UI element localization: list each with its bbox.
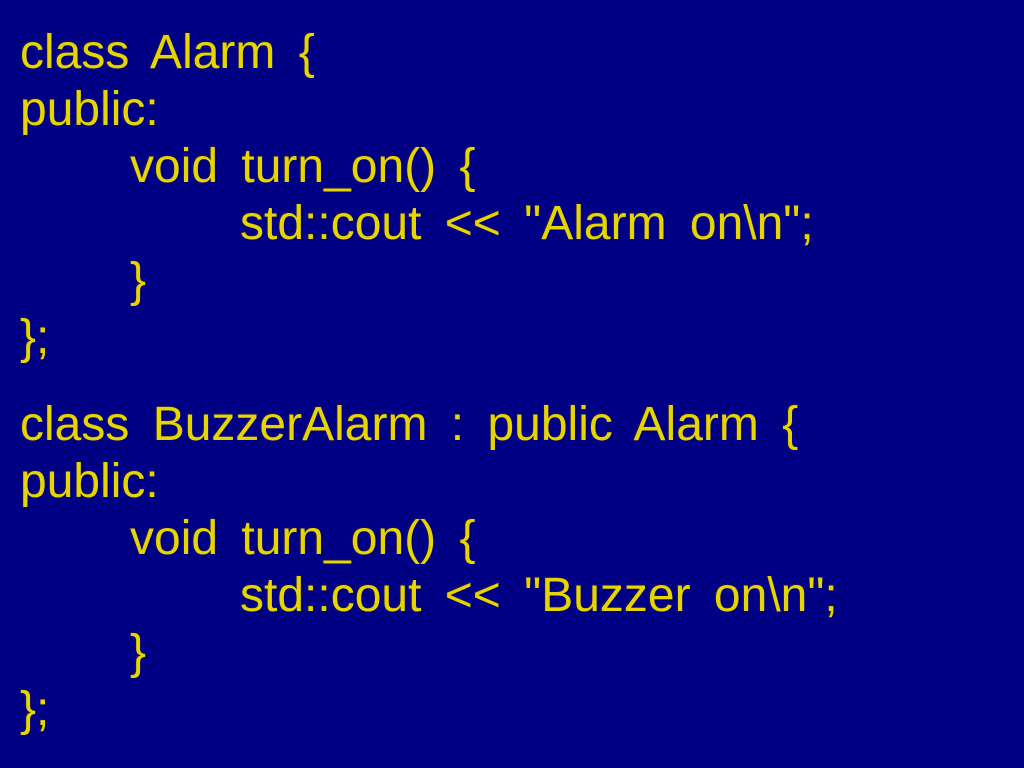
code-block-buzzer-alarm: class BuzzerAlarm : public Alarm { publi… — [20, 396, 1014, 738]
code-line: public: — [20, 83, 159, 136]
code-block-alarm: class Alarm { public: void turn_on() { s… — [20, 24, 1014, 366]
code-line: } — [130, 626, 147, 679]
code-line: void turn_on() { — [130, 512, 476, 565]
code-line: class Alarm { — [20, 26, 315, 79]
code-line: }; — [20, 683, 50, 736]
code-line: } — [130, 254, 147, 307]
code-line: }; — [20, 311, 50, 364]
code-line: class BuzzerAlarm : public Alarm { — [20, 398, 799, 451]
code-line: void turn_on() { — [130, 140, 476, 193]
code-line: public: — [20, 455, 159, 508]
code-line: std::cout << "Buzzer on\n"; — [240, 569, 838, 622]
code-line: std::cout << "Alarm on\n"; — [240, 197, 814, 250]
